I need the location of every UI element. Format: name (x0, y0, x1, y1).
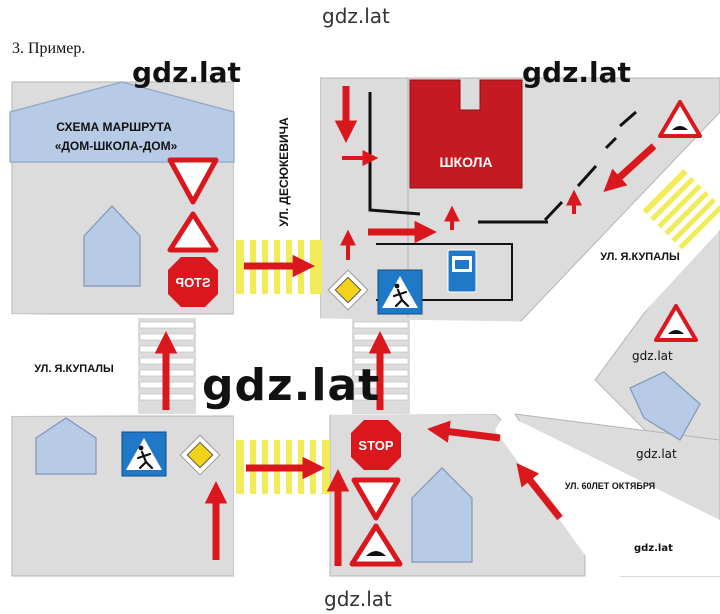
bump-warning-sign-top-right (658, 100, 702, 138)
bump-warning-sign-bottom (349, 523, 403, 567)
pedestrian-sign-middle (377, 269, 423, 315)
route-arrows (154, 86, 657, 566)
street-labels: УЛ. ДЕСЮКЕВИЧА УЛ. Я.КУПАЛЫ УЛ. Я.КУПАЛЫ… (34, 117, 680, 491)
house-left-bottom (35, 417, 97, 475)
watermark-upper-right: gdz.lat (522, 56, 631, 89)
yield-sign-left (167, 157, 219, 205)
watermark-bottom: gdz.lat (324, 587, 392, 611)
houses (35, 205, 701, 563)
stop-sign-mirrored: STOP (168, 257, 218, 307)
house-left-top (83, 205, 141, 287)
street-kupaly-right-label: УЛ. Я.КУПАЛЫ (600, 251, 680, 263)
scheme-title-line1: СХЕМА МАРШРУТА (56, 120, 172, 134)
stop-sign: STOP (351, 420, 401, 470)
school-fence (368, 92, 637, 224)
bus-stop-area (376, 243, 513, 301)
bump-warning-sign-right (654, 304, 698, 342)
watermark-upper-left: gdz.lat (132, 56, 241, 89)
route-arrows-small (340, 150, 582, 260)
caption: 3. Пример. (12, 40, 86, 57)
stop-sign-mirrored-text: STOP (175, 275, 210, 290)
pedestrian-sign-left (121, 431, 167, 477)
scheme-title-board: СХЕМА МАРШРУТА «ДОМ-ШКОЛА-ДОМ» (9, 81, 235, 163)
watermark-top: gdz.lat (322, 4, 390, 28)
arrow-60let-upleft (427, 420, 501, 443)
yield-sign-bottom (351, 477, 401, 521)
watermark-right-bottom: gdz.lat (634, 543, 673, 554)
arrow-60let-diag (516, 462, 563, 521)
warning-sign-left (167, 211, 219, 253)
school-label: ШКОЛА (439, 154, 492, 170)
school-building: ШКОЛА (409, 79, 523, 189)
street-kupaly-left-label: УЛ. Я.КУПАЛЫ (34, 363, 114, 375)
house-bottom-middle (411, 467, 473, 563)
crosswalk-right (642, 168, 720, 250)
house-right (629, 371, 701, 441)
arrow-kupaly-downleft (603, 143, 657, 193)
priority-road-sign-bottom (179, 434, 221, 476)
watermark-right-low: gdz.lat (636, 447, 677, 461)
priority-road-sign-middle (327, 269, 369, 311)
signs: STOP (121, 100, 702, 567)
road-60let (495, 414, 720, 576)
watermark-right-mid: gdz.lat (632, 349, 673, 363)
scheme-title-line2: «ДОМ-ШКОЛА-ДОМ» (55, 139, 178, 153)
stop-sign-text: STOP (358, 438, 393, 453)
street-60let-label: УЛ. 60ЛЕТ ОКТЯБРЯ (565, 481, 655, 491)
watermark-center: gdz.lat (202, 360, 381, 411)
street-desyukevicha-label: УЛ. ДЕСЮКЕВИЧА (277, 117, 291, 227)
